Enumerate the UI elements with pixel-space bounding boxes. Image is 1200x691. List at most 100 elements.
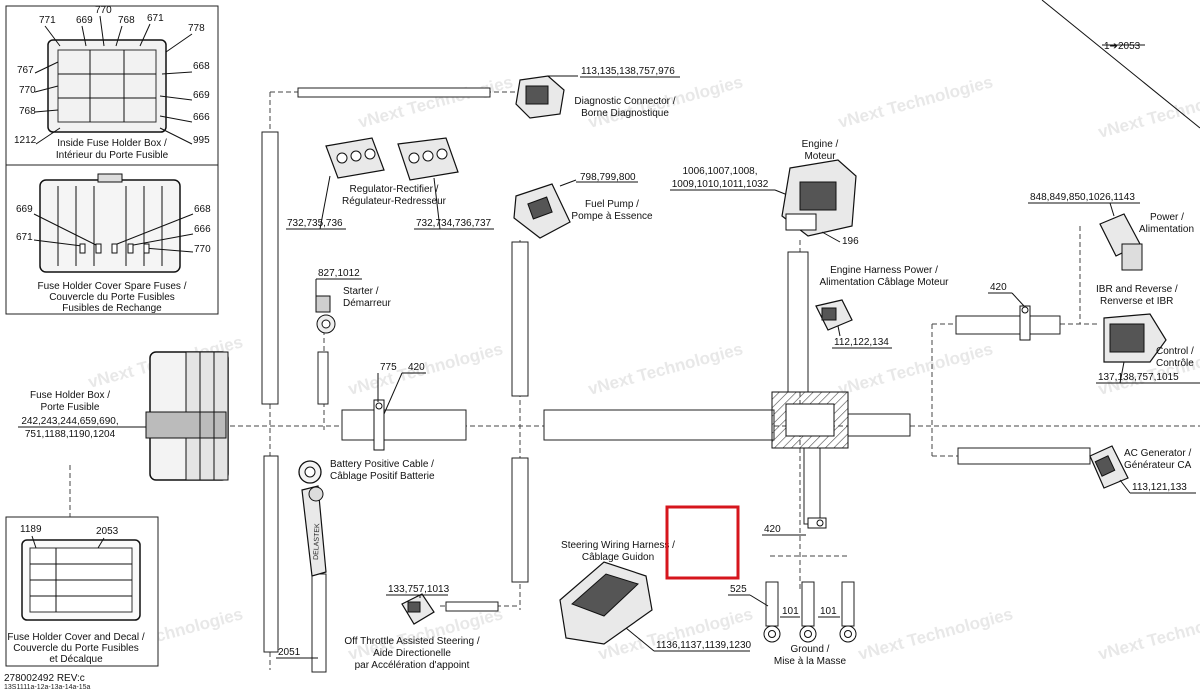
ground-label-1: Ground / [791, 644, 830, 655]
callout-770-spare: 770 [194, 244, 211, 255]
callout-101-a: 101 [782, 606, 799, 617]
ground-ring-3-hole [844, 630, 852, 638]
tube-starter [317, 351, 329, 405]
diagnostic-connector [515, 75, 565, 119]
fuse-spare-caption-2: Couvercle du Porte Fusibles [49, 292, 175, 303]
power-label-1: Power / [1150, 212, 1184, 223]
control-parts: 137,138,757,1015 [1098, 372, 1179, 383]
fuse-decal-leaders [31, 535, 105, 549]
diagnostic-label-1: Diagnostic Connector / [574, 96, 675, 107]
fuse-box-label-2: Porte Fusible [41, 402, 100, 413]
steering-label-1: Steering Wiring Harness / [561, 540, 675, 551]
battery-label-1: Battery Positive Cable / [330, 459, 434, 470]
tube-main-right [847, 413, 911, 437]
regulator-connectors [325, 137, 459, 181]
fuse-spare-leaders [33, 213, 194, 253]
callout-767: 767 [17, 65, 34, 76]
tube-steering [511, 457, 529, 583]
ground-straps [763, 581, 857, 643]
callout-770-left: 770 [19, 85, 36, 96]
fuse-spare-caption-1: Fuse Holder Cover Spare Fuses / [38, 281, 187, 292]
ibr-label-1: IBR and Reverse / [1096, 284, 1178, 295]
engine-harness-label-1: Engine Harness Power / [830, 265, 938, 276]
watermark-1: vNext Technologies [356, 72, 515, 132]
callout-420-ground: 420 [764, 524, 781, 535]
callout-669-top: 669 [76, 15, 93, 26]
fuse-inside-caption-1: Inside Fuse Holder Box / [57, 138, 167, 149]
engine-parts-1: 1006,1007,1008, [682, 166, 757, 177]
engine-connector [781, 159, 857, 237]
control-leader [1119, 361, 1125, 384]
diagnostic-label-2: Borne Diagnostique [581, 108, 669, 119]
watermark-3: vNext Technologies [836, 72, 995, 132]
clamp-ground-bolt [816, 519, 824, 527]
fuse-decal-caption-3: et Décalque [49, 654, 103, 665]
part-number: 278002492 REV:c [4, 673, 85, 684]
ground-ring-2-hole [804, 630, 812, 638]
callout-771: 771 [39, 15, 56, 26]
regulator-parts-b: 732,734,736,737 [416, 218, 492, 229]
starter-plug [315, 295, 331, 313]
callout-778: 778 [188, 23, 205, 34]
ac-generator-face [1094, 455, 1116, 477]
throttle-connector [401, 593, 435, 625]
harness-tubes [261, 87, 1091, 673]
fuse-spare-cover [39, 179, 181, 273]
fuel-pump-connector [513, 183, 571, 239]
clamp-775-420 [373, 399, 385, 451]
callout-420-right-leader [1011, 292, 1025, 307]
regulator-label-1: Regulator-Rectifier / [350, 184, 439, 195]
fuel-pump-parts: 798,799,800 [580, 172, 636, 183]
power-connector [1099, 213, 1143, 271]
callout-995: 995 [193, 135, 210, 146]
power-label-2: Alimentation [1139, 224, 1194, 235]
starter-label-2: Démarreur [343, 298, 391, 309]
regulator-leader-b [433, 177, 441, 230]
callout-420-left-leader [383, 372, 403, 415]
watermark-6: vNext Technologies [346, 339, 505, 399]
callout-768-left: 768 [19, 106, 36, 117]
callout-525-leader [749, 594, 769, 607]
tube-diag [297, 87, 491, 98]
ground-strap-2 [801, 581, 815, 627]
highlight-box [665, 505, 740, 580]
ground-label-2: Mise à la Masse [774, 656, 847, 667]
steering-leader [625, 627, 655, 652]
callout-768-top: 768 [118, 15, 135, 26]
regulator-pin-3 [364, 148, 376, 160]
fuse-decal-caption-2: Couvercle du Porte Fusibles [13, 643, 139, 654]
battery-cable: DELASTEK [298, 460, 327, 577]
junction-core [785, 403, 835, 437]
callout-2053: 2053 [96, 526, 119, 537]
callout-420-right: 420 [990, 282, 1007, 293]
regulator-label-2: Régulateur-Redresseur [342, 196, 447, 207]
callout-525: 525 [730, 584, 747, 595]
engine-parts-2: 1009,1010,1011,1032 [672, 179, 769, 190]
fuse-spare-caption-3: Fusibles de Rechange [62, 303, 162, 314]
tube-battery [311, 573, 327, 673]
diagonal-edge-line [1041, 0, 1200, 129]
clamp-420-right [1019, 305, 1031, 341]
fuse-inside-caption-2: Intérieur du Porte Fusible [56, 150, 169, 161]
harness-junction [771, 391, 849, 449]
tube-fuelpump [511, 241, 529, 397]
power-leader [1109, 202, 1115, 217]
ibr-label-2: Renverse et IBR [1100, 296, 1173, 307]
tube-ground-stem [803, 447, 821, 525]
fuse-decal-caption-1: Fuse Holder Cover and Decal / [7, 632, 145, 643]
tube-left-upper [261, 131, 279, 405]
battery-label-2: Câblage Positif Batterie [330, 471, 435, 482]
ac-gen-label-1: AC Generator / [1124, 448, 1191, 459]
ground-strap-1 [765, 581, 779, 627]
callout-775: 775 [380, 362, 397, 373]
jump-ref-label: 1➔2053 [1104, 41, 1141, 52]
callout-668-spare: 668 [194, 204, 211, 215]
throttle-connector-face [407, 601, 421, 613]
regulator-pin-5 [422, 150, 434, 162]
engine-harness-parts: 112,122,134 [834, 337, 889, 348]
tube-control [955, 315, 1061, 335]
fuse-box-label-1: Fuse Holder Box / [30, 390, 110, 401]
regulator-pin-4 [408, 152, 420, 164]
starter-label-1: Starter / [343, 286, 379, 297]
tube-main-mid [543, 409, 775, 441]
